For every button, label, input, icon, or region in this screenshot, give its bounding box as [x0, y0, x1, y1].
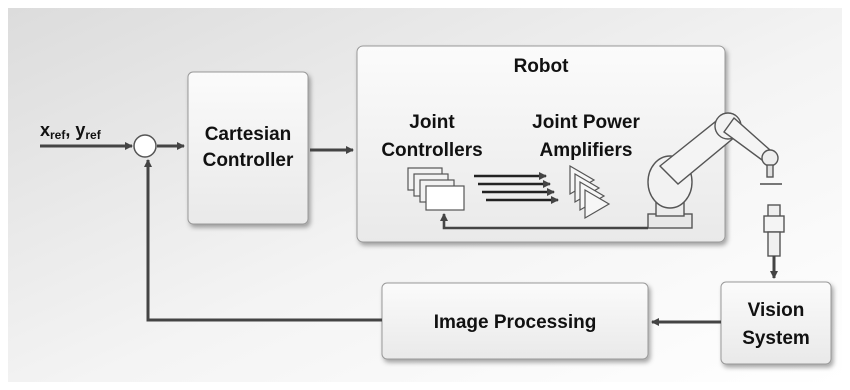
x-ref-main: x: [40, 120, 50, 140]
image-processing-label: Image Processing: [434, 312, 597, 333]
summing-junction: [133, 134, 157, 158]
joint-controller-stack-icon: [407, 167, 465, 211]
feedback-path-arrow: [144, 159, 382, 322]
image-processing-block: Image Processing: [381, 282, 649, 360]
amplifier-stack-icon: [569, 164, 611, 220]
vision-system-block: Vision System: [720, 281, 832, 365]
joint-controllers-line2: Controllers: [381, 140, 482, 161]
joint-power-amplifiers-line1: Joint Power: [532, 112, 640, 133]
y-ref-main: y: [75, 120, 85, 140]
robot-internal-feedback-arrow: [440, 213, 648, 230]
input-separator: ,: [65, 120, 75, 140]
robot-block: Robot Joint Controllers Joint Power Ampl…: [356, 45, 782, 243]
cartesian-controller-line1: Cartesian: [205, 124, 292, 145]
reference-input-label: xref, yref: [40, 120, 102, 142]
joint-power-amplifiers-line2: Amplifiers: [540, 140, 633, 161]
cartesian-controller-block: Cartesian Controller: [187, 71, 309, 225]
cartesian-controller-line2: Controller: [203, 150, 294, 171]
y-ref-sub: ref: [85, 128, 101, 142]
joint-controllers-line1: Joint: [409, 112, 455, 133]
robot-arm-icon: [647, 112, 782, 229]
robot-title: Robot: [514, 56, 570, 77]
x-ref-sub: ref: [50, 128, 66, 142]
svg-text:xref, yref: xref, yref: [40, 120, 102, 142]
vision-system-line2: System: [742, 328, 810, 349]
vision-system-line1: Vision: [748, 300, 805, 321]
joint-signal-arrows: [474, 172, 559, 204]
